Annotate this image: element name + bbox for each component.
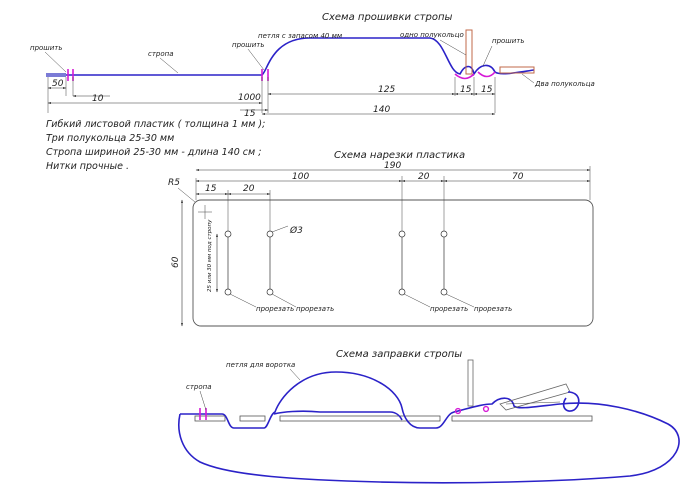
label-strap-2: стропа xyxy=(186,383,212,391)
cutting-scheme-title: Схема нарезки пластика xyxy=(334,150,465,161)
label-strap-1: стропа xyxy=(148,50,174,58)
slot-3 xyxy=(398,230,406,296)
dim-15b: 15 xyxy=(460,85,472,95)
plastic-plate-outline xyxy=(192,199,594,327)
stitch-threaded-4 xyxy=(482,405,490,413)
label-cut-4: прорезать xyxy=(474,305,512,313)
leader-two-half-rings xyxy=(521,73,535,84)
label-one-half-ring: одно полукольцо xyxy=(400,31,464,39)
dim-190: 190 xyxy=(384,161,401,171)
leader-collar-loop xyxy=(289,368,301,381)
label-cut-1: прорезать xyxy=(256,305,294,313)
threading-scheme-title: Схема заправки стропы xyxy=(336,349,462,360)
extension-lines-plate xyxy=(195,166,591,231)
label-loop-reserve: петля с запасом 40 мм xyxy=(258,32,343,40)
sewing-scheme-section: Схема прошивки стропы прошить стропа про… xyxy=(30,12,595,119)
leader-strap-2 xyxy=(199,390,207,411)
stitch-ring-2 xyxy=(477,71,496,78)
leader-cut-4 xyxy=(445,293,475,308)
label-stitched-2: прошить xyxy=(232,41,264,49)
label-stitched-3: прошить xyxy=(492,37,524,45)
half-ring-double xyxy=(499,66,535,74)
half-ring-vertical xyxy=(467,359,474,407)
strap-end-tab xyxy=(46,73,66,77)
leader-r5 xyxy=(177,187,196,203)
half-ring-single xyxy=(465,29,473,75)
note-line: Три полукольца 25-30 мм xyxy=(46,133,174,144)
plate-section-view xyxy=(194,415,593,422)
dim-70: 70 xyxy=(512,172,524,182)
strap-end-loop xyxy=(562,391,580,412)
label-collar-loop: петля для воротка xyxy=(226,361,295,369)
leader-cut-3 xyxy=(403,293,431,308)
leader-cut-1 xyxy=(229,293,257,308)
note-line: Стропа шириной 25-30 мм - длина 140 см ; xyxy=(46,147,261,158)
stitch-ring-1 xyxy=(454,73,475,80)
dim-1000: 1000 xyxy=(238,93,261,103)
dim-15: 15 xyxy=(205,184,217,194)
leader-strap-1 xyxy=(159,57,179,74)
note-line: Гибкий листовой пластик ( толщина 1 мм )… xyxy=(46,119,265,130)
leader-stitched-2 xyxy=(247,48,265,71)
strap-inner-segment xyxy=(273,410,403,421)
note-strap-width: 25 или 30 мм под стропу xyxy=(207,219,213,292)
strap-tail xyxy=(505,401,561,405)
leader-stitched-3 xyxy=(482,45,493,67)
dim-phi3: Ø3 xyxy=(289,225,303,236)
dim-10: 10 xyxy=(92,94,104,104)
leader-cut-2 xyxy=(271,293,297,308)
slot-4 xyxy=(440,230,448,296)
label-stitched-1: прошить xyxy=(30,44,62,52)
dim-r5: R5 xyxy=(168,178,180,188)
label-cut-2: прорезать xyxy=(296,305,334,313)
dim-15c: 15 xyxy=(481,85,493,95)
threaded-strap xyxy=(178,371,680,484)
sewing-scheme-title: Схема прошивки стропы xyxy=(322,12,452,23)
leader-stitched-1 xyxy=(44,51,67,73)
dim-15a: 15 xyxy=(244,109,256,119)
strap-line xyxy=(48,37,535,77)
dim-50: 50 xyxy=(52,79,64,89)
notes-block: Гибкий листовой пластик ( толщина 1 мм )… xyxy=(46,119,265,172)
dim-125: 125 xyxy=(378,85,395,95)
label-cut-3: прорезать xyxy=(430,305,468,313)
slot-2 xyxy=(266,230,274,296)
label-two-half-rings: Два полукольца xyxy=(534,80,595,88)
leader-one-half-ring xyxy=(439,39,467,56)
threading-scheme-section: Схема заправки стропы петля для воротка … xyxy=(178,349,680,484)
dim-140: 140 xyxy=(373,105,390,115)
stitch-threaded-3 xyxy=(454,407,462,415)
cutting-scheme-section: Схема нарезки пластика xyxy=(168,150,594,327)
slot-1 xyxy=(224,230,232,296)
dim-100: 100 xyxy=(292,172,309,182)
extension-lines-top xyxy=(47,77,496,113)
dim-60: 60 xyxy=(171,256,181,268)
leader-phi3 xyxy=(271,225,289,233)
note-line: Нитки прочные . xyxy=(46,161,129,172)
dim-20b: 20 xyxy=(418,172,430,182)
dim-20a: 20 xyxy=(243,184,255,194)
